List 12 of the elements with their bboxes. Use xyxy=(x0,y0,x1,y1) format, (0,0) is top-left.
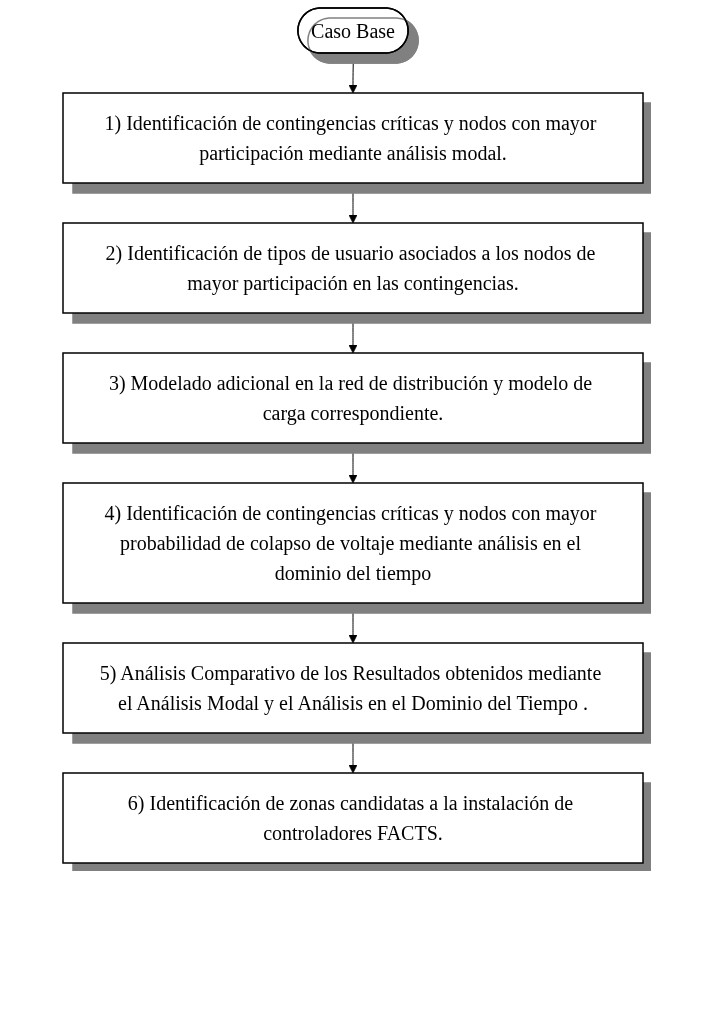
node-box: 3) Modelado adicional en la red de distribución y modelo de carga correspondiente. xyxy=(61,352,644,444)
node-box: 5) Análisis Comparativo de los Resultados obtenidos mediante el Análisis Modal y el Análisis en el Dominio del Tiempo . xyxy=(61,642,644,734)
arrow xyxy=(348,732,357,774)
arrow xyxy=(348,53,357,94)
node-box: 6) Identificación de zonas candidatas a la instalación de controladores FACTS. xyxy=(61,772,644,864)
arrow xyxy=(348,602,357,644)
arrow xyxy=(348,442,357,484)
arrow xyxy=(348,182,357,224)
arrow xyxy=(348,312,357,354)
node-box: 4) Identificación de contingencias críticas y nodos con mayor probabilidad de colapso de voltaje mediante análisis en el dominio del tiempo xyxy=(61,482,644,604)
node-box: 1) Identificación de contingencias críticas y nodos con mayor participación mediante análisis modal. xyxy=(61,92,644,184)
node-box: 2) Identificación de tipos de usuario asociados a los nodos de mayor participación en las contingencias. xyxy=(61,222,644,314)
